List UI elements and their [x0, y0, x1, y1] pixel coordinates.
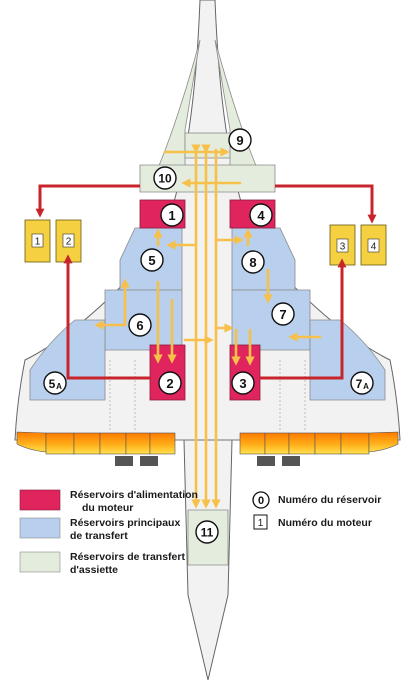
tank-number-1: 1 — [168, 208, 175, 223]
tank-label-3: 3 — [231, 371, 255, 395]
tank-label-5: 5 — [140, 248, 164, 272]
tank-number-5: 5 — [148, 253, 155, 268]
tank-label-6: 6 — [128, 313, 152, 337]
engine-1: 1 — [24, 219, 51, 263]
tank-number-10: 10 — [158, 172, 172, 186]
tank-label-7a: 7 A — [350, 371, 374, 395]
legend-feed-swatch — [19, 489, 61, 511]
legend-main-line1: Réservoirs principaux — [70, 517, 180, 529]
legend-feed: Réservoirs d'alimentation du moteur — [19, 489, 198, 514]
legend-trim-swatch — [19, 551, 61, 573]
legend-tank-number: 0 Numéro du réservoir — [252, 491, 381, 509]
tank-number-11: 11 — [201, 526, 214, 540]
engine-4: 4 — [360, 224, 387, 266]
tank-label-1: 1 — [160, 203, 184, 227]
legend-engine-number: 1 Numéro du moteur — [253, 514, 372, 530]
main-tank-7a — [309, 319, 386, 401]
feed-line-4 — [275, 184, 377, 224]
tank-label-10: 10 — [153, 166, 177, 190]
feed-lines — [35, 184, 377, 380]
legend-feed-line2: du moteur — [82, 502, 133, 514]
legend-tank-number-symbol: 0 — [258, 495, 264, 507]
legend-trim-line2: d'assiette — [70, 564, 118, 576]
legend: Réservoirs d'alimentation du moteur Rése… — [19, 489, 381, 576]
legend-main: Réservoirs principaux de transfert — [19, 517, 180, 542]
tank-number-7: 7 — [279, 307, 286, 322]
legend-trim-line1: Réservoirs de transfert — [70, 551, 185, 563]
tank-number-2: 2 — [166, 376, 173, 391]
tank-label-4: 4 — [249, 203, 273, 227]
engine-4-label: 4 — [371, 242, 377, 253]
feed-line-1 — [35, 184, 140, 218]
legend-tank-number-text: Numéro du réservoir — [278, 494, 381, 506]
feed-line-2 — [63, 254, 150, 380]
tank-number-9: 9 — [236, 133, 243, 148]
engine-exhausts — [115, 456, 300, 466]
tank-label-5a: 5 A — [43, 371, 67, 395]
engines: 1 2 3 4 — [24, 219, 387, 266]
tank-number-5a: 5 — [49, 377, 56, 391]
tank-number-4: 4 — [257, 208, 265, 223]
legend-engine-number-symbol: 1 — [258, 518, 264, 529]
legend-main-swatch — [19, 517, 61, 539]
legend-main-line2: de transfert — [70, 530, 128, 542]
elevons-left — [16, 431, 176, 455]
legend-feed-line1: Réservoirs d'alimentation — [70, 489, 198, 501]
tank-number-7a: 7 — [356, 377, 363, 391]
legend-trim: Réservoirs de transfert d'assiette — [19, 551, 185, 576]
tank-number-3: 3 — [239, 376, 246, 391]
trim-tank-9-area — [184, 132, 231, 159]
tank-label-11: 11 — [195, 520, 219, 544]
engine-2-label: 2 — [66, 237, 72, 248]
engine-3: 3 — [329, 224, 356, 266]
tank-number-6: 6 — [136, 318, 143, 333]
transfer-arrows — [94, 144, 322, 509]
legend-engine-number-text: Numéro du moteur — [278, 517, 372, 529]
main-tank-7 — [231, 289, 311, 351]
tank-suffix-5a: A — [56, 382, 62, 391]
tank-labels: 9 10 1 4 5 8 6 7 — [43, 128, 374, 544]
feed-line-3 — [260, 258, 347, 380]
tank-label-9: 9 — [228, 128, 252, 152]
tank-label-7: 7 — [271, 302, 295, 326]
tank-label-8: 8 — [241, 250, 265, 274]
tank-number-8: 8 — [249, 255, 256, 270]
tank-suffix-7a: A — [363, 382, 369, 391]
engine-3-label: 3 — [340, 242, 346, 253]
engine-1-label: 1 — [35, 237, 41, 248]
tank-label-2: 2 — [158, 371, 182, 395]
elevons-right — [239, 431, 399, 455]
engine-2: 2 — [55, 219, 82, 263]
